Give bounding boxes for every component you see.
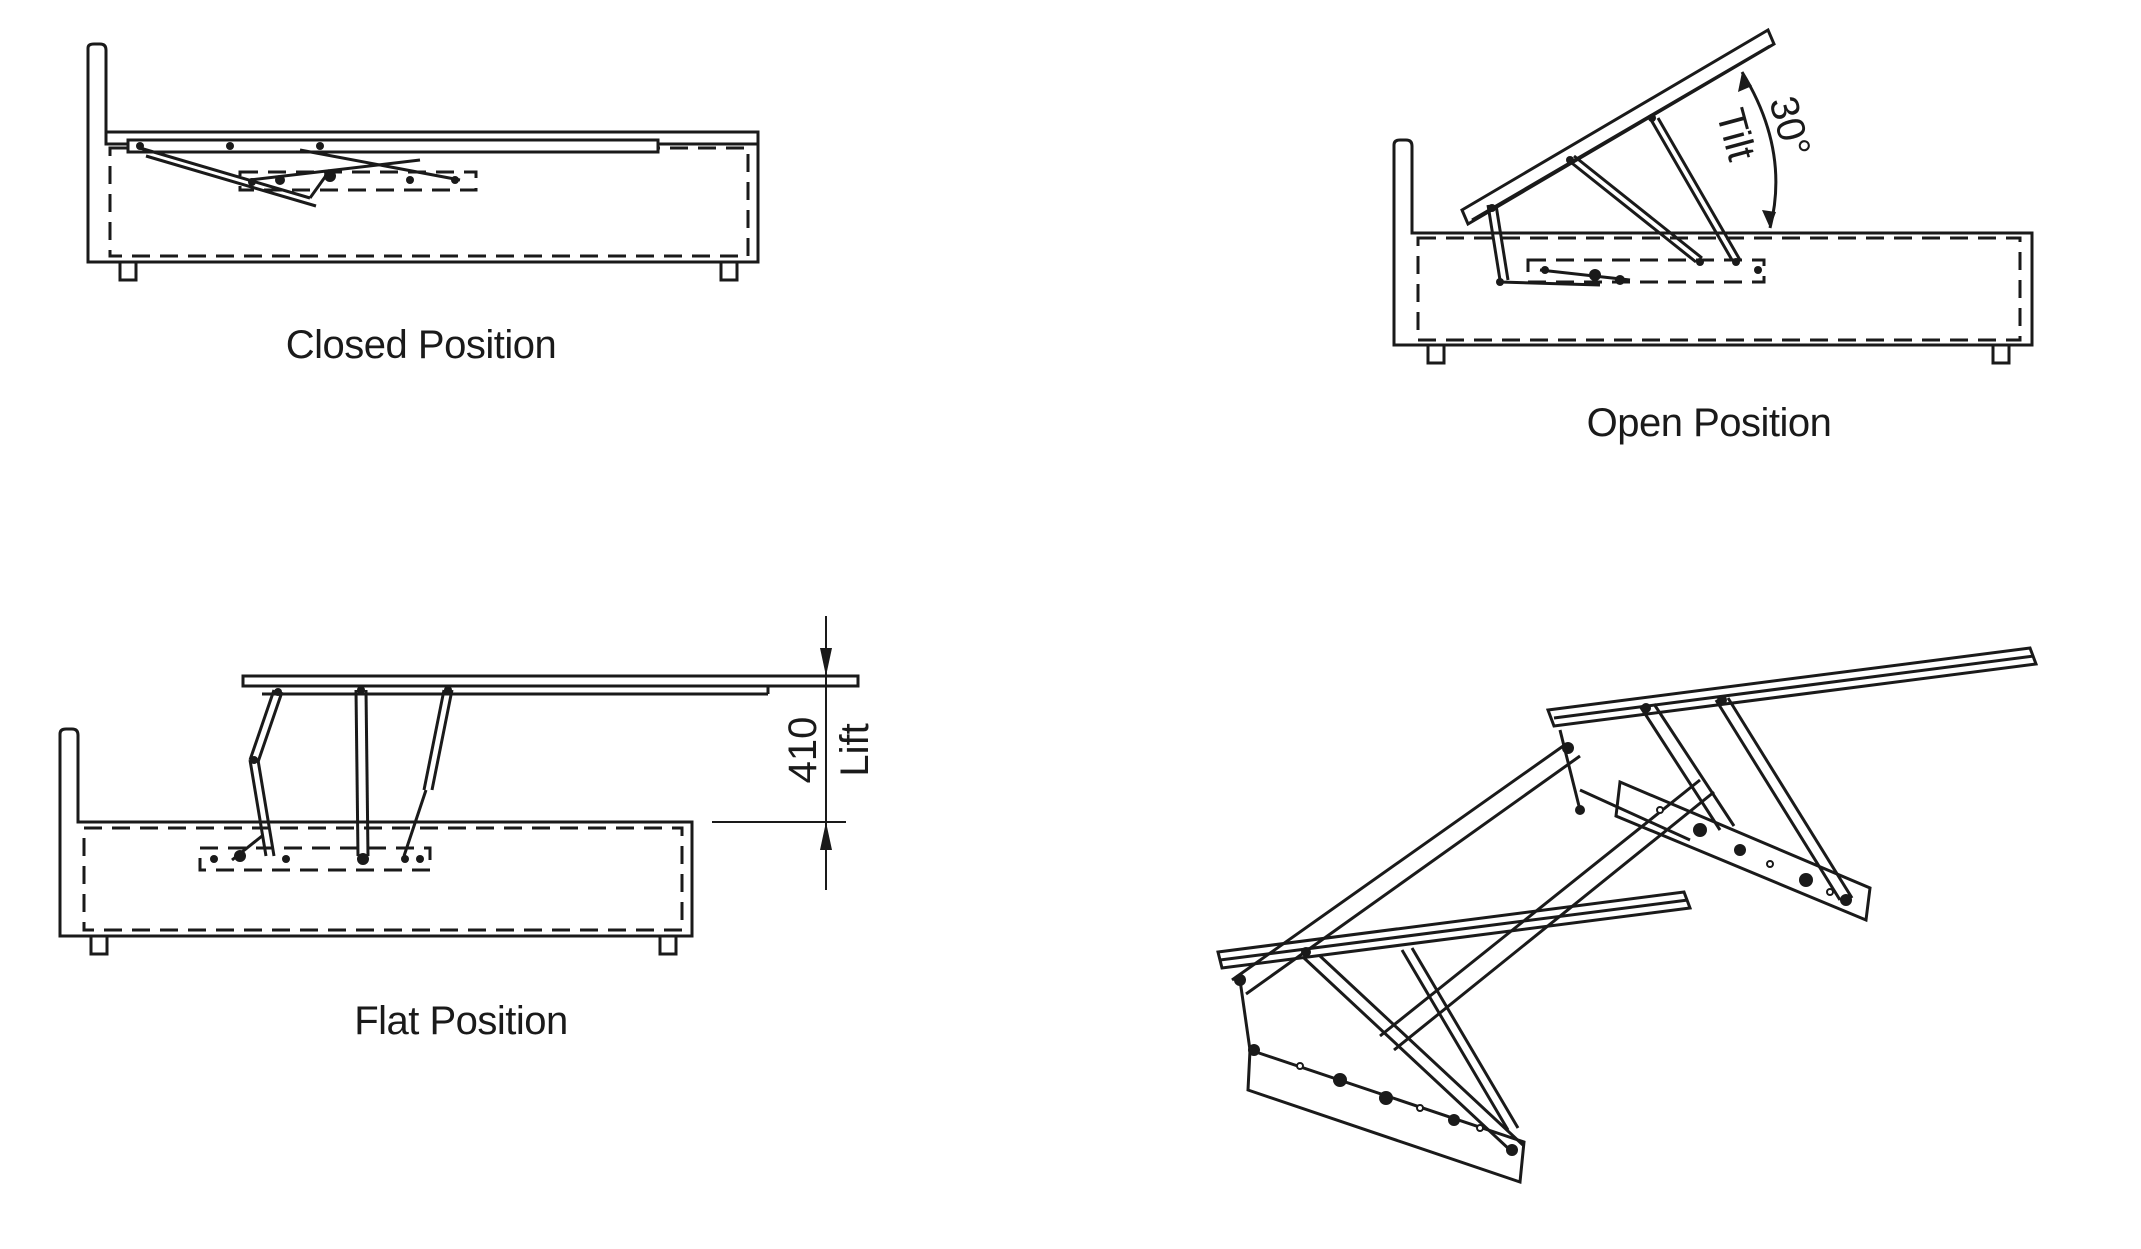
flat-leg-right <box>658 934 678 956</box>
open-mechanism-links <box>1486 114 1762 287</box>
open-bed-frame <box>1392 138 2034 347</box>
open-base-rail <box>1526 258 1766 284</box>
closed-inner-box <box>108 146 750 258</box>
open-leg-left <box>1426 343 1446 365</box>
closed-leg-right <box>719 260 739 282</box>
closed-bed-frame <box>86 42 760 264</box>
open-angle-label: Tilt <box>1708 104 1764 165</box>
open-position-diagram <box>1392 27 2034 365</box>
open-inner-box <box>1416 236 2022 342</box>
open-angle-value: 30° <box>1760 92 1818 162</box>
isometric-mechanism-view <box>1216 646 2039 1185</box>
closed-folded-mechanism <box>126 138 660 208</box>
flat-bed-frame <box>58 727 694 938</box>
flat-position-diagram <box>58 616 860 956</box>
flat-inner-box <box>82 826 684 932</box>
flat-position-caption: Flat Position <box>354 999 568 1043</box>
iso-front-base-plate <box>1246 1047 1526 1185</box>
closed-position-diagram <box>86 42 760 282</box>
flat-mechanism-links <box>210 686 454 865</box>
flat-lift-dimension <box>712 616 846 890</box>
flat-base-rail <box>198 846 432 872</box>
open-tilt-angle-arc <box>1738 71 1778 229</box>
open-position-caption: Open Position <box>1587 401 1832 445</box>
flat-lift-value: 410 <box>781 717 825 784</box>
closed-leg-left <box>118 260 138 282</box>
closed-position-caption: Closed Position <box>286 323 556 367</box>
flat-leg-left <box>89 934 109 956</box>
iso-pivot-points <box>1234 695 1852 1156</box>
open-tilted-deck <box>1460 27 1776 227</box>
open-leg-right <box>1991 343 2011 365</box>
flat-lift-label: Lift <box>833 723 877 776</box>
